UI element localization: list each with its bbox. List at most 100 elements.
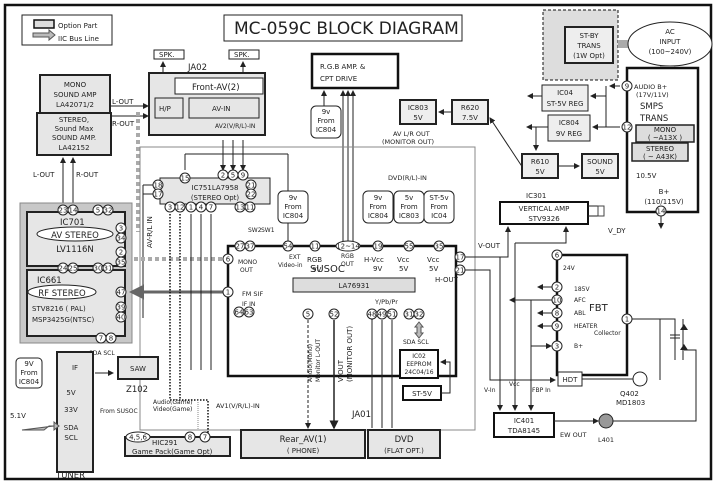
av2-in-label: AV2(V/R/L)-IN xyxy=(215,123,255,130)
pin-fbt-6-label: 1 xyxy=(625,316,629,324)
legend: Option Part IIC Bus Line xyxy=(21,14,113,46)
svg-text:ST-5V: ST-5V xyxy=(412,390,432,398)
pin-susoc-bottom-6-label: 32 xyxy=(415,311,424,319)
la76931-label: LA76931 xyxy=(338,282,369,290)
pin-susoc-bottom-6 xyxy=(413,308,425,320)
pin-susoc-bottom-0-label: 5 xyxy=(306,311,310,319)
pin-ic701-right-3-label: 35 xyxy=(117,259,126,267)
pin-ic751-bottom-1 xyxy=(174,201,186,213)
svg-text:AC: AC xyxy=(665,28,675,36)
svg-text:From: From xyxy=(284,203,302,211)
svg-text:TRANS: TRANS xyxy=(639,114,668,124)
ic401-block xyxy=(493,412,555,438)
cpt-drive-label: CPT DRIVE xyxy=(320,75,357,83)
tuner-sda-scl-label: SDA SCL xyxy=(89,350,115,357)
pin-susoc-top-3 xyxy=(309,240,321,252)
if-in-label: IF IN xyxy=(242,301,255,308)
sw2-label: SW2 xyxy=(248,227,262,234)
ic301-label: IC301 xyxy=(526,192,546,200)
pin-ic751-top-3-label: 9 xyxy=(241,172,245,180)
from-susoc-label: From SUSOC xyxy=(100,408,138,415)
pin-ic751-bottom-3-label: 4 xyxy=(199,204,204,212)
svg-text:12: 12 xyxy=(623,124,632,132)
dvd-connector xyxy=(367,429,441,459)
l-out-label-2: L-OUT xyxy=(33,171,55,179)
pin-susoc-top-7 xyxy=(433,240,445,252)
svg-text:5v: 5v xyxy=(405,194,414,202)
monitor-out-label: (MONITOR OUT) xyxy=(382,138,434,146)
ic301-vertical-amp xyxy=(499,201,589,225)
svg-text:SDA: SDA xyxy=(64,424,79,432)
pin-fbt-2 xyxy=(551,294,563,306)
pin-fbt-3 xyxy=(551,307,563,319)
spk-label-1: SPK. xyxy=(159,51,174,59)
front-av-title: Front-AV(2) xyxy=(192,83,240,93)
svg-text:5V: 5V xyxy=(399,265,408,273)
svg-text:9V: 9V xyxy=(373,265,382,273)
svg-text:STV8216 ( PAL): STV8216 ( PAL) xyxy=(32,305,86,313)
svg-text:AUDIO B+: AUDIO B+ xyxy=(634,83,667,91)
svg-text:IC04: IC04 xyxy=(431,212,447,220)
svg-text:EEPROM: EEPROM xyxy=(406,361,431,368)
svg-text:IC804: IC804 xyxy=(316,126,337,134)
ja02-label: JA02 xyxy=(187,63,207,73)
pin-ic701-top-1 xyxy=(67,204,79,216)
ew-out-label: EW OUT xyxy=(560,431,586,439)
pin-susoc-top-5 xyxy=(372,240,384,252)
svg-text:OUT: OUT xyxy=(341,261,354,268)
svg-text:IC04: IC04 xyxy=(557,89,573,97)
pin-susoc-top-6-label: 55 xyxy=(405,243,414,251)
l-out-label: L-OUT xyxy=(112,98,134,106)
pin-susoc-right-0-label: 17 xyxy=(456,254,465,262)
svg-text:Game Pack(Game Opt): Game Pack(Game Opt) xyxy=(132,448,213,456)
pin-ic661-bottom-1 xyxy=(105,332,117,344)
rgb-amp-block xyxy=(310,52,400,90)
pin-ic701-top-2-label: 5 xyxy=(96,207,100,215)
fm-sif-label: FM SIF xyxy=(242,290,263,298)
rgb-amp-label: R.G.B AMP. & xyxy=(320,63,366,71)
saw-filter xyxy=(117,356,159,380)
svg-text:IC804: IC804 xyxy=(559,119,580,127)
svg-text:5V: 5V xyxy=(535,168,544,176)
pin-ic701-bottom-1-label: 25 xyxy=(69,265,78,273)
svg-text:TDA8145: TDA8145 xyxy=(507,427,540,435)
svg-text:ABL: ABL xyxy=(574,310,586,317)
pin-ic701-right-0-label: 3 xyxy=(119,225,123,233)
svg-text:IC804: IC804 xyxy=(368,212,389,220)
pin-susoc-left-3 xyxy=(243,306,255,318)
tuner-label: TUNER xyxy=(55,471,85,481)
pin-ic751-top-0 xyxy=(179,172,191,184)
pin-ic751-right-1-label: 22 xyxy=(247,191,256,199)
ic701-block: IC701 AV STEREO LV1116N xyxy=(26,211,126,267)
av-in-label: AV-IN xyxy=(212,105,231,113)
ic661-block: IC661 RF STEREO STV8216 ( PAL) MSP3425G(… xyxy=(26,269,126,337)
svg-text:V-OUT: V-OUT xyxy=(337,359,345,382)
diagram-title: MC-059C BLOCK DIAGRAM xyxy=(234,19,459,39)
svg-text:(FLAT OPT.): (FLAT OPT.) xyxy=(384,447,424,455)
v-out-label: V-OUT xyxy=(478,242,501,250)
pin-hic-2 xyxy=(199,431,211,443)
q402-transistor-icon xyxy=(632,371,648,387)
svg-text:5V: 5V xyxy=(66,389,75,397)
pin-fbt-5 xyxy=(551,340,563,352)
svg-text:From: From xyxy=(430,203,448,211)
pin-ic701-bottom-0-label: 24 xyxy=(59,265,68,273)
r-out-label: R-OUT xyxy=(112,120,135,128)
z102-label: Z102 xyxy=(126,385,148,395)
rear-av-connector xyxy=(240,429,366,459)
md1803-label: MD1803 xyxy=(616,399,645,407)
pin-ic701-top-0-label: 23 xyxy=(59,207,68,215)
svg-text:Audio(Mono): Audio(Mono) xyxy=(307,344,314,382)
spk-label-2: SPK. xyxy=(234,51,249,59)
pin-fbt-6 xyxy=(621,313,633,325)
svg-text:EXT: EXT xyxy=(289,254,301,261)
pin-ic751-right-0-label: 21 xyxy=(247,182,256,190)
svg-text:RGB: RGB xyxy=(341,253,354,260)
svg-text:IC701: IC701 xyxy=(60,218,85,228)
pin-ic661-right-2-label: 40 xyxy=(117,314,126,322)
l401-label: L401 xyxy=(598,436,614,444)
svg-text:SCL: SCL xyxy=(64,434,77,442)
svg-text:( PHONE): ( PHONE) xyxy=(287,447,320,455)
svg-text:TRANS: TRANS xyxy=(576,42,601,50)
svg-text:9v: 9v xyxy=(322,108,331,116)
